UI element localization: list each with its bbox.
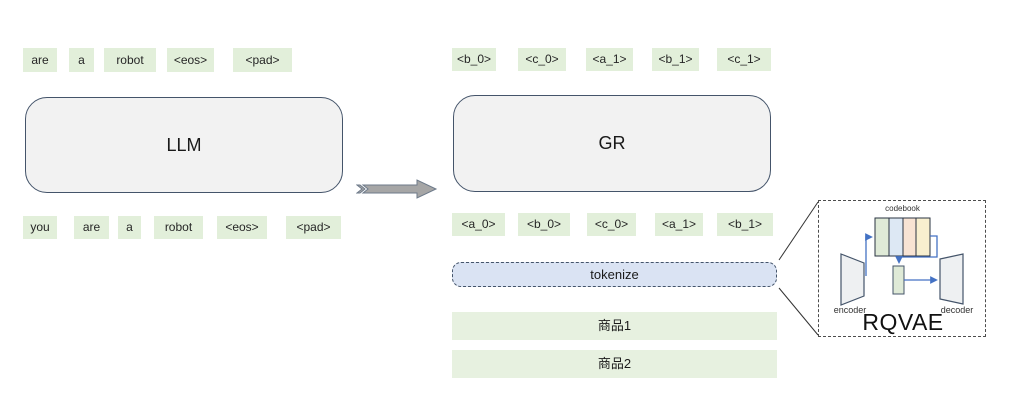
- codebook-to-vector-arrow: [895, 235, 938, 264]
- token-chip: <b_1>: [652, 48, 699, 71]
- token-chip: <c_0>: [587, 213, 636, 236]
- decoder-label: decoder: [940, 305, 974, 315]
- encoder-label: encoder: [833, 305, 867, 315]
- encoder-to-codebook-arrow: [865, 233, 873, 276]
- token-chip: a: [69, 48, 94, 72]
- codebook-cell: [915, 217, 931, 257]
- token-chip: <b_0>: [452, 48, 496, 71]
- token-chip: <b_1>: [717, 213, 773, 236]
- rqvae-title: RQVAE: [862, 309, 944, 335]
- codebook-cell: [874, 217, 890, 257]
- token-chip: a: [118, 216, 141, 239]
- token-chip: robot: [104, 48, 156, 72]
- rqvae-panel: codebook encoder decoder RQVAE: [818, 200, 986, 337]
- token-chip: are: [23, 48, 57, 72]
- gr-box-label: GR: [598, 133, 626, 153]
- token-chip: are: [74, 216, 109, 239]
- token-chip: <pad>: [233, 48, 292, 72]
- decoder-shape: [939, 253, 964, 305]
- llm-box-label: LLM: [166, 134, 202, 155]
- item-bar: 商品2: [452, 350, 777, 378]
- token-chip: <a_1>: [586, 48, 633, 71]
- tokenize-label: tokenize: [590, 267, 639, 282]
- token-chip: you: [23, 216, 57, 239]
- codebook-label: codebook: [885, 204, 920, 213]
- rqvae-diagram: [840, 217, 964, 306]
- gr-box: GR: [453, 95, 771, 192]
- token-chip: <eos>: [217, 216, 267, 239]
- token-chip: <eos>: [167, 48, 214, 72]
- token-chip: <a_1>: [655, 213, 703, 236]
- codebook-cell: [902, 217, 917, 257]
- item-bar: 商品1: [452, 312, 777, 340]
- quantized-vector-shape: [892, 265, 905, 295]
- item-bar-label: 商品1: [597, 318, 632, 333]
- token-chip: <b_0>: [518, 213, 570, 236]
- token-chip: robot: [154, 216, 203, 239]
- transition-arrow-icon: [356, 179, 438, 199]
- token-chip: <a_0>: [452, 213, 505, 236]
- encoder-shape: [840, 253, 865, 306]
- token-chip: <c_1>: [717, 48, 771, 71]
- token-chip: <c_0>: [518, 48, 566, 71]
- codebook-shape: [874, 217, 931, 257]
- codebook-cell: [888, 217, 904, 257]
- item-bar-label: 商品2: [597, 356, 632, 371]
- token-chip: <pad>: [286, 216, 341, 239]
- tokenize-box: tokenize: [452, 262, 777, 287]
- llm-box: LLM: [25, 97, 343, 193]
